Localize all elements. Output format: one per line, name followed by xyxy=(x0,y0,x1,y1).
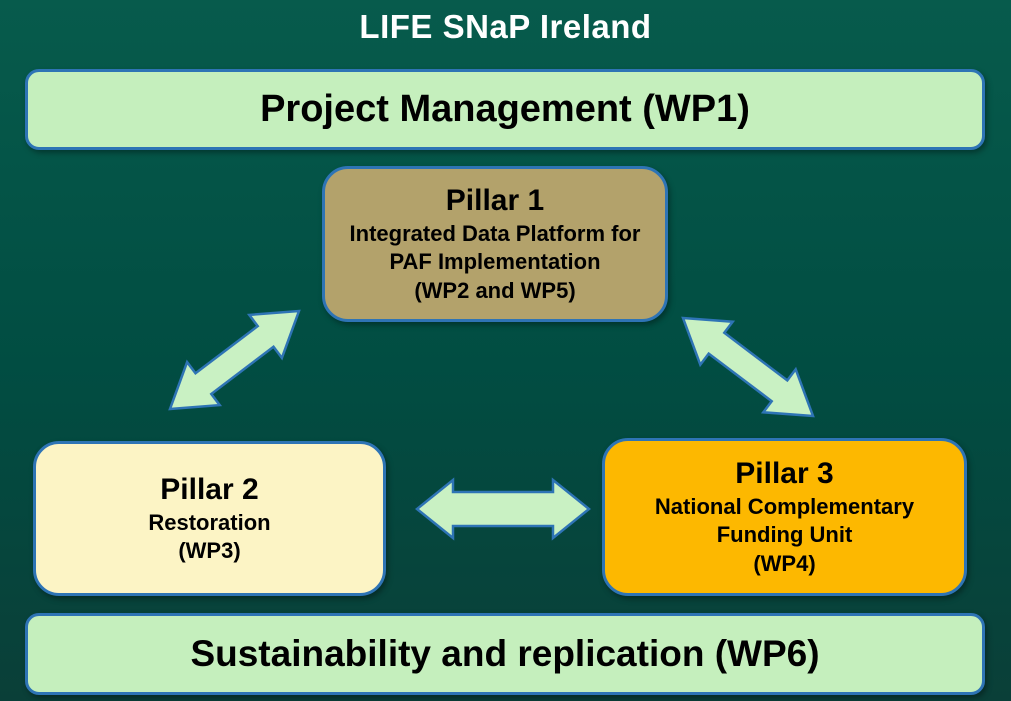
pillar-1-line: (WP2 and WP5) xyxy=(414,278,576,304)
pillar-3-line: (WP4) xyxy=(753,551,816,577)
arrow-pillar1-pillar3-icon xyxy=(681,316,815,418)
page-title: LIFE SNaP Ireland xyxy=(359,8,652,45)
pillar-3-box: Pillar 3 National Complementary Funding … xyxy=(602,438,967,596)
project-management-box: Project Management (WP1) xyxy=(25,69,985,150)
pillar-2-box: Pillar 2 Restoration (WP3) xyxy=(33,441,386,596)
project-management-label: Project Management (WP1) xyxy=(260,88,750,130)
pillar-2-line: (WP3) xyxy=(178,538,241,564)
pillar-1-line: PAF Implementation xyxy=(389,249,601,275)
pillar-3-heading: Pillar 3 xyxy=(735,457,834,491)
sustainability-label: Sustainability and replication (WP6) xyxy=(190,633,820,674)
sustainability-box: Sustainability and replication (WP6) xyxy=(25,613,985,695)
arrow-pillar2-pillar3-icon xyxy=(415,477,591,541)
arrow-pillar2-pillar1-icon xyxy=(168,309,301,411)
pillar-3-line: Funding Unit xyxy=(716,522,853,548)
pillar-3-line: National Complementary xyxy=(654,493,915,519)
pillar-2-heading: Pillar 2 xyxy=(160,473,259,507)
pillar-1-box: Pillar 1 Integrated Data Platform for PA… xyxy=(322,166,668,322)
pillar-1-line: Integrated Data Platform for xyxy=(349,220,641,246)
pillar-1-heading: Pillar 1 xyxy=(445,184,545,218)
pillar-2-line: Restoration xyxy=(148,509,271,535)
